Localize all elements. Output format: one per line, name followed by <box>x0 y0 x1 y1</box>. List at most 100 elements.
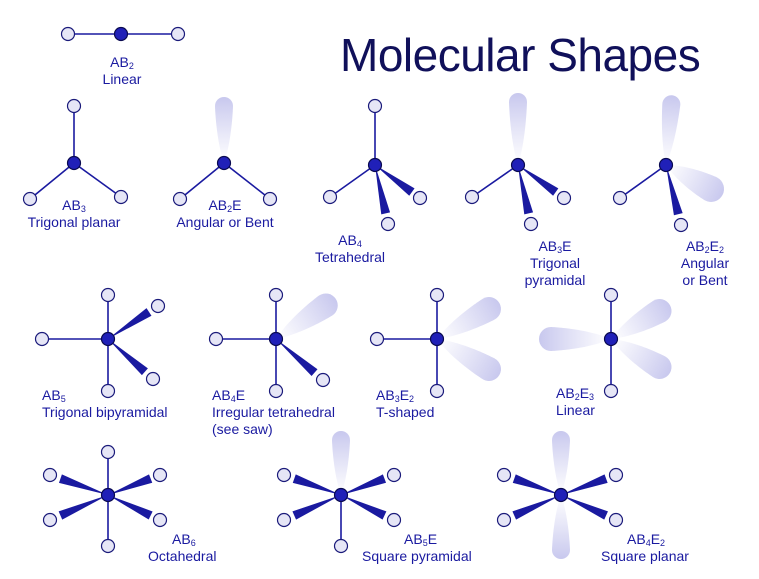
ab2e-lone-pair-1-shape <box>215 97 233 163</box>
label-ab3e: AB3E Trigonal pyramidal <box>505 238 605 289</box>
ab5e-wedge-bond-5 <box>341 474 387 495</box>
shape-name-ab3e-2: pyramidal <box>524 272 586 288</box>
ab2e2-central-atom <box>658 157 674 173</box>
ab6-outer-atom-6 <box>152 512 168 528</box>
formula-ab4e2: AB4E2 <box>627 531 666 548</box>
ab3e2-lone-pair-2 <box>437 339 501 381</box>
formula-ab2e2: AB2E2 <box>685 238 725 255</box>
ab5-outer-atom-5 <box>145 371 161 387</box>
ab2e2-lone-pair-2 <box>666 165 725 202</box>
ab4e-outer-atom-1 <box>268 287 284 303</box>
ab4-central-atom <box>367 157 383 173</box>
formula-ab4: AB4 <box>338 232 362 249</box>
ab3e-bond-1 <box>471 164 519 198</box>
formula-ab5e: AB5E <box>404 531 438 548</box>
formula-ab2e3: AB2E3 <box>556 385 595 402</box>
ab3e-central-atom <box>510 157 526 173</box>
ab4e2-outer-atom-4 <box>608 512 624 528</box>
ab6-outer-atom-4 <box>152 467 168 483</box>
ab3e-lone-pair-1 <box>509 93 527 165</box>
label-ab3: AB3 Trigonal planar <box>14 197 134 231</box>
label-ab4e2: AB4E2 Square planar <box>601 531 689 565</box>
label-ab5e: AB5E Square pyramidal <box>362 531 472 565</box>
ab4e-lone-pair-1-shape <box>276 293 338 339</box>
shape-name-ab2: Linear <box>102 71 142 87</box>
ab2e2-bond-1 <box>619 164 667 199</box>
ab5e-outer-atom-2 <box>276 512 292 528</box>
ab4-outer-atom-3 <box>412 190 428 206</box>
ab2e2-outer-atom-1 <box>612 190 628 206</box>
ab3e-outer-atom-2 <box>556 190 572 206</box>
ab2e-lone-pair-1 <box>215 97 233 163</box>
ab6-outer-atom-5 <box>42 512 58 528</box>
ab6-outer-atom-3 <box>42 467 58 483</box>
ab5e-wedge-bond-2 <box>292 495 341 520</box>
shape-name-ab2e: Angular or Bent <box>176 214 274 230</box>
label-ab4e: AB4E Irregular tetrahedral (see saw) <box>212 387 335 438</box>
label-ab6: AB6 Octahedral <box>148 531 216 565</box>
ab4e2-wedge-bond-4 <box>561 495 608 520</box>
ab3-central-atom <box>66 155 82 171</box>
ab2e-bond-2 <box>223 162 271 200</box>
ab3e2-outer-atom-2 <box>429 383 445 399</box>
ab6-wedge-bond-5 <box>58 495 108 520</box>
formula-ab2: AB2 <box>110 54 134 71</box>
ab4e2-outer-atom-3 <box>496 512 512 528</box>
ab3-bond-2 <box>29 162 75 200</box>
ab2e3-lone-pair-2 <box>611 299 672 339</box>
ab2-outer-atom-1 <box>60 26 76 42</box>
shape-name-ab5: Trigonal bipyramidal <box>42 404 168 420</box>
ab5e-central-atom <box>333 487 349 503</box>
ab4-wedge-bond-4 <box>375 165 391 215</box>
ab2e3-outer-atom-2 <box>603 383 619 399</box>
ab3e2-outer-atom-3 <box>369 331 385 347</box>
ab5-outer-atom-2 <box>100 383 116 399</box>
ab3e2-lone-pair-1-shape <box>437 297 501 339</box>
formula-ab3e2: AB3E2 <box>376 387 415 404</box>
ab4e2-outer-atom-2 <box>608 467 624 483</box>
label-ab2e2: AB2E2 Angular or Bent <box>655 238 755 289</box>
ab6-wedge-bond-3 <box>58 474 108 495</box>
ab3e2-lone-pair-2-shape <box>437 339 501 381</box>
ab5e-wedge-bond-4 <box>292 474 341 495</box>
ab5-outer-atom-4 <box>150 298 166 314</box>
label-ab2e: AB2E Angular or Bent <box>164 197 286 231</box>
ab5-wedge-bond-4 <box>108 308 152 339</box>
ab3e-outer-atom-3 <box>523 216 539 232</box>
ab2e2-lone-pair-2-shape <box>666 165 725 202</box>
ab5e-wedge-bond-3 <box>341 495 387 520</box>
label-ab4: AB4 Tetrahedral <box>300 232 400 266</box>
ab6-outer-atom-1 <box>100 444 116 460</box>
ab2e-central-atom <box>216 155 232 171</box>
ab3-bond-3 <box>73 162 122 198</box>
ab4e-lone-pair-1 <box>276 293 338 339</box>
ab5e-lone-pair-1-shape <box>332 431 350 495</box>
shape-name-ab6: Octahedral <box>148 548 217 564</box>
ab4e2-lone-pair-1-shape <box>552 431 570 495</box>
ab4e-outer-atom-3 <box>208 331 224 347</box>
ab6-wedge-bond-6 <box>108 495 153 520</box>
ab2e3-lone-pair-2-shape <box>611 299 672 339</box>
shape-name-ab4e-1: Irregular tetrahedral <box>212 404 335 420</box>
ab3-outer-atom-1 <box>66 98 82 114</box>
ab3e2-lone-pair-1 <box>437 297 501 339</box>
label-ab2: AB2 Linear <box>82 54 162 88</box>
ab5e-outer-atom-5 <box>386 467 402 483</box>
ab4-outer-atom-4 <box>380 216 396 232</box>
ab2e2-wedge-bond-2 <box>666 165 683 216</box>
ab4e2-wedge-bond-2 <box>561 474 608 495</box>
ab2e3-lone-pair-1 <box>539 327 611 351</box>
ab3e2-outer-atom-1 <box>429 287 445 303</box>
shape-name-ab5e: Square pyramidal <box>362 548 472 564</box>
shape-name-ab4e-2: (see saw) <box>212 421 273 437</box>
label-ab5: AB5 Trigonal bipyramidal <box>42 387 168 421</box>
formula-ab4e: AB4E <box>212 387 246 404</box>
ab5e-outer-atom-1 <box>333 538 349 554</box>
ab4e2-lone-pair-1 <box>552 431 570 495</box>
ab5-outer-atom-1 <box>100 287 116 303</box>
ab2e2-lone-pair-1-shape <box>661 95 681 165</box>
shape-name-ab2e2-2: or Bent <box>682 272 728 288</box>
ab6-wedge-bond-4 <box>108 474 153 495</box>
